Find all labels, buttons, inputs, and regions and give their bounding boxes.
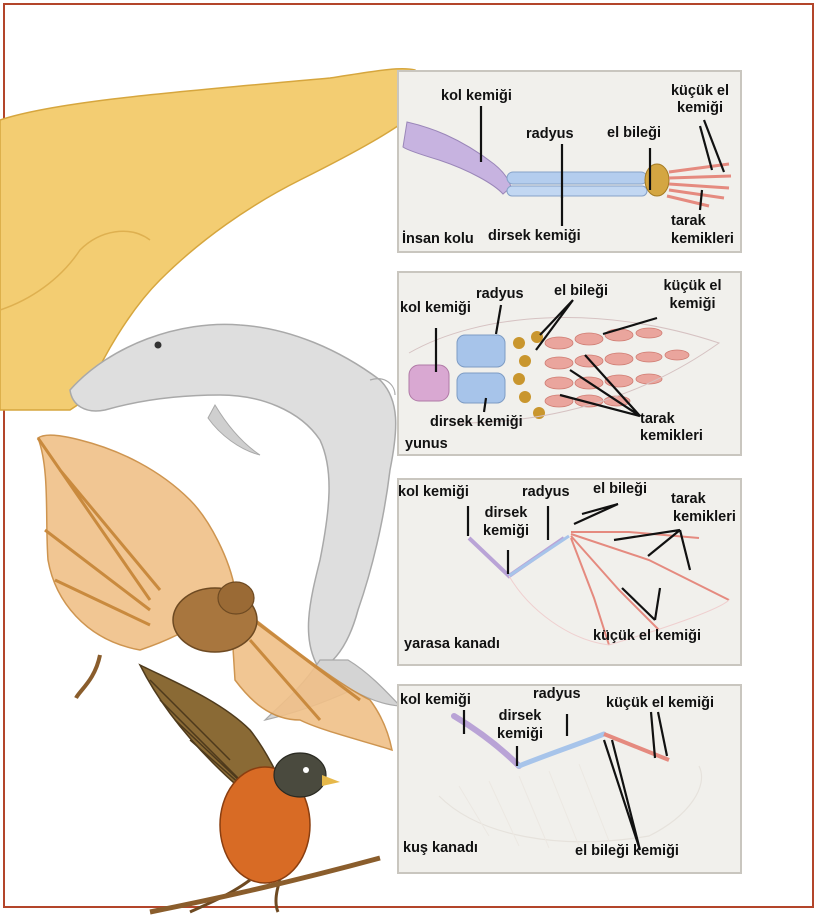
dolphin-label-radyus: radyus <box>476 287 524 302</box>
dolphin-label-dirsek-kemigi: dirsek kemiği <box>430 415 523 430</box>
bat-label-kucuk-el-kemigi: küçük el kemiği <box>593 629 701 644</box>
bird-label-el-bilegi-kemigi: el bileği kemiği <box>575 844 679 859</box>
human-label-kol-kemigi: kol kemiği <box>441 89 512 104</box>
dolphin-label-tarak-1: tarak <box>640 412 675 427</box>
dolphin-label-kucuk-el-2: kemiği <box>650 297 735 312</box>
bird-label-radyus: radyus <box>533 687 581 702</box>
bat-label-dirsek-2: kemiği <box>471 524 541 539</box>
bird-panel-title: kuş kanadı <box>403 841 478 856</box>
bat-panel-title: yarasa kanadı <box>404 637 500 652</box>
dolphin-label-tarak-2: kemikleri <box>640 429 703 444</box>
bat-label-el-bilegi: el bileği <box>593 482 647 497</box>
human-label-tarak-2: kemikleri <box>671 232 734 247</box>
bird-label-dirsek-1: dirsek <box>485 709 555 724</box>
dolphin-label-el-bilegi: el bileği <box>554 284 608 299</box>
bird-label-kol-kemigi: kol kemiği <box>400 693 471 708</box>
dolphin-label-kol-kemigi: kol kemiği <box>400 301 471 316</box>
human-label-kucuk-el-1: küçük el <box>660 84 740 99</box>
human-label-radyus: radyus <box>526 127 574 142</box>
human-label-dirsek-kemigi: dirsek kemiği <box>488 229 581 244</box>
bat-label-radyus: radyus <box>522 485 570 500</box>
dolphin-panel-title: yunus <box>405 437 448 452</box>
human-panel-title: İnsan kolu <box>402 232 474 247</box>
bat-label-kol-kemigi: kol kemiği <box>398 485 469 500</box>
bat-label-tarak-2: kemikleri <box>673 510 736 525</box>
bird-label-kucuk-el-kemigi: küçük el kemiği <box>606 696 714 711</box>
bat-label-tarak-1: tarak <box>671 492 706 507</box>
human-label-tarak-1: tarak <box>671 214 706 229</box>
bird-label-dirsek-2: kemiği <box>485 727 555 742</box>
human-label-el-bilegi: el bileği <box>607 126 661 141</box>
bat-label-dirsek-1: dirsek <box>471 506 541 521</box>
human-label-kucuk-el-2: kemiği <box>660 101 740 116</box>
dolphin-label-kucuk-el-1: küçük el <box>650 279 735 294</box>
